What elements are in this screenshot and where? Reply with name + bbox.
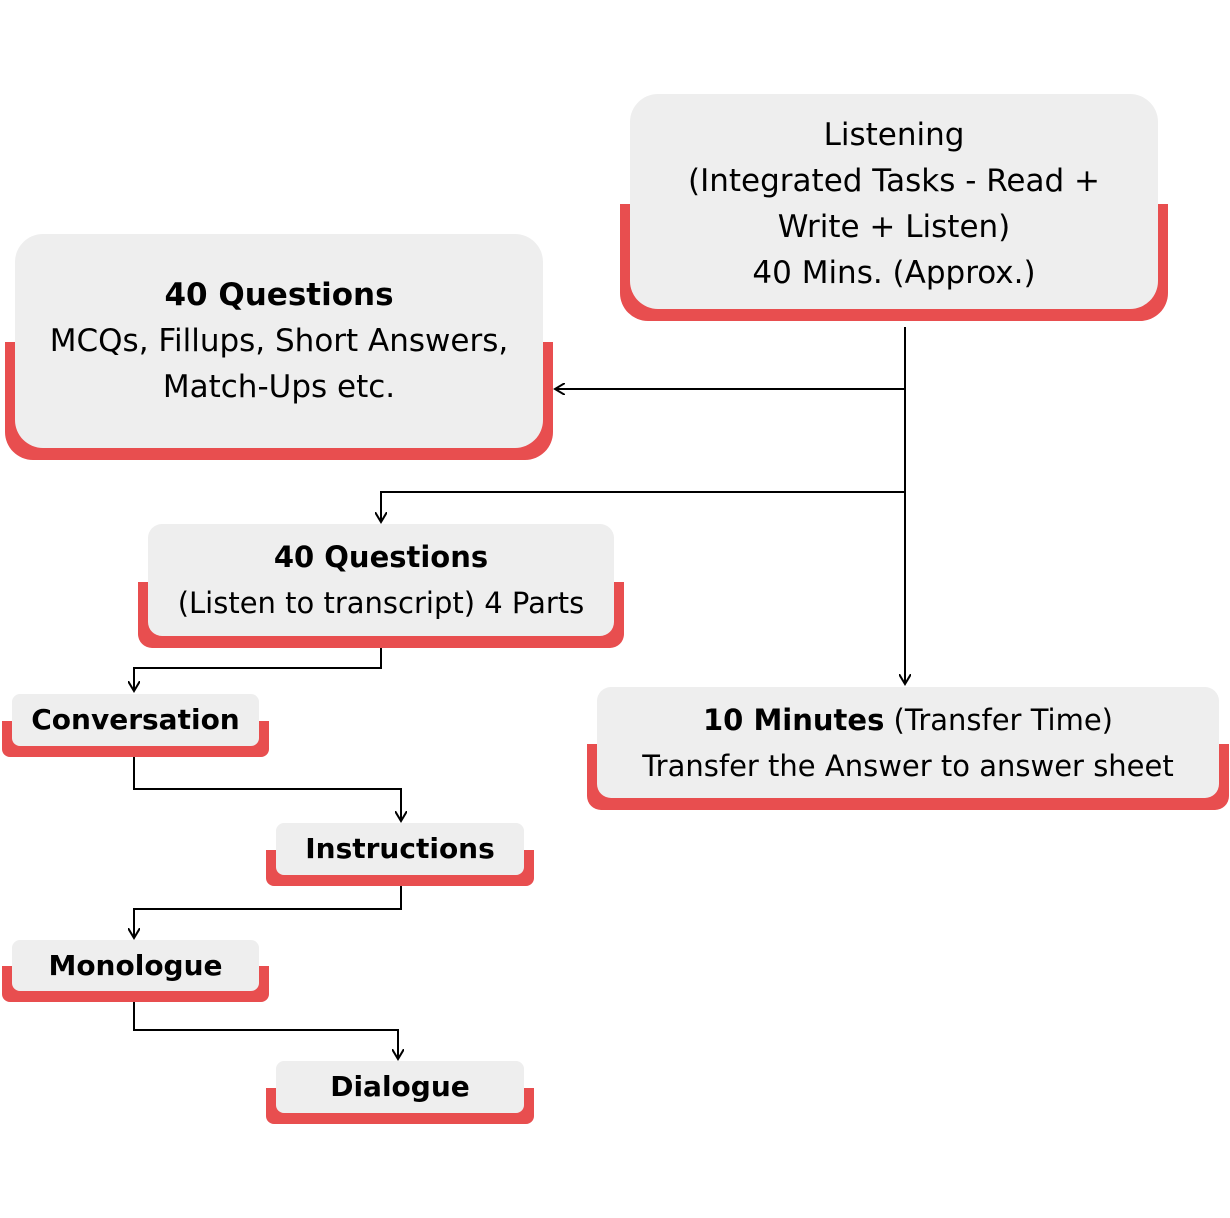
node-questions-main: 40 Questions MCQs, Fillups, Short Answer… [5,234,553,460]
node-card: Listening (Integrated Tasks - Read + Wri… [630,94,1158,309]
transfer-title-row: 10 Minutes (Transfer Time) [703,697,1113,743]
node-card: 10 Minutes (Transfer Time) Transfer the … [597,687,1219,798]
node-card: Monologue [12,940,259,991]
questions-main-line-2: Match-Ups etc. [162,369,396,405]
node-dialogue: Dialogue [266,1061,534,1124]
listening-line-2: (Integrated Tasks - Read + [688,162,1100,199]
node-card: 40 Questions MCQs, Fillups, Short Answer… [15,234,543,448]
conversation-label: Conversation [31,703,240,736]
questions-parts-title: 40 Questions [273,540,489,574]
questions-parts-line: (Listen to transcript) 4 Parts [177,586,585,620]
connector-to-conversation [134,648,382,690]
transfer-line: Transfer the Answer to answer sheet [642,748,1174,783]
listening-line-1: Listening [823,116,965,153]
listening-line-4: 40 Mins. (Approx.) [752,254,1036,291]
connector-to-instructions [133,757,401,820]
connector-to-monologue [134,886,402,937]
transfer-title-suffix: (Transfer Time) [884,702,1113,737]
dialogue-label: Dialogue [330,1070,470,1103]
node-conversation: Conversation [2,694,269,757]
node-questions-parts: 40 Questions (Listen to transcript) 4 Pa… [138,524,624,648]
node-monologue: Monologue [2,940,269,1002]
node-listening: Listening (Integrated Tasks - Read + Wri… [620,94,1168,321]
connector-to-questions-parts [381,491,905,521]
node-card: Conversation [12,694,259,746]
node-instructions: Instructions [266,823,534,886]
transfer-title: 10 Minutes [703,702,885,737]
connector-to-dialogue [133,1002,398,1058]
node-card: 40 Questions (Listen to transcript) 4 Pa… [148,524,614,636]
questions-main-line-1: MCQs, Fillups, Short Answers, [49,323,509,359]
node-transfer: 10 Minutes (Transfer Time) Transfer the … [587,687,1229,810]
listening-line-3: Write + Listen) [777,208,1011,245]
monologue-label: Monologue [48,948,223,982]
instructions-label: Instructions [305,832,495,865]
node-card: Instructions [276,823,524,875]
questions-main-title: 40 Questions [164,277,394,313]
node-card: Dialogue [276,1061,524,1113]
